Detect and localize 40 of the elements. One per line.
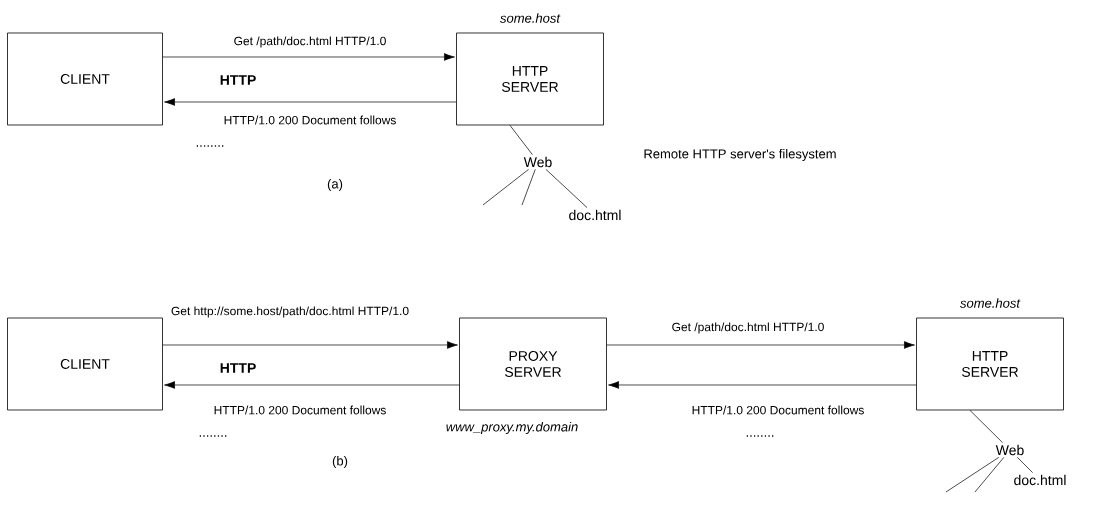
server-box: PROXY SERVER: [459, 317, 607, 411]
dotted-line: ........: [196, 145, 224, 147]
tree-line: [945, 456, 1000, 493]
panel-label: (a): [327, 178, 343, 192]
protocol-label: HTTP: [220, 75, 256, 85]
host-name: some.host: [960, 298, 1021, 308]
tree-label: doc.html: [569, 209, 621, 221]
arrow: [162, 341, 458, 349]
tree-label: Web: [995, 444, 1024, 456]
protocol-label: HTTP: [220, 363, 256, 373]
annotation: Remote HTTP server's filesystem: [644, 148, 836, 162]
host-name: some.host: [500, 13, 561, 23]
edge-label: HTTP/1.0 200 Document follows: [214, 405, 386, 415]
edge-label: Get /path/doc.html HTTP/1.0: [234, 36, 386, 48]
tree-line: [509, 125, 533, 155]
edge-label: Get http://some.host/path/doc.html HTTP/1.0: [171, 306, 409, 318]
tree-line: [969, 410, 1003, 443]
server-box: HTTP SERVER: [916, 317, 1064, 411]
tree-line: [974, 456, 1005, 493]
edge-label: Get /path/doc.html HTTP/1.0: [672, 322, 824, 334]
server-box: CLIENT: [7, 32, 163, 126]
server-box: CLIENT: [7, 317, 163, 411]
tree-line: [521, 169, 536, 206]
server-box: HTTP SERVER: [456, 32, 604, 126]
arrow: [608, 381, 917, 389]
panel-label: (b): [332, 455, 348, 469]
arrow: [164, 98, 457, 106]
tree-line: [482, 169, 529, 206]
edge-label: HTTP/1.0 200 Document follows: [692, 405, 864, 415]
host-name: www_proxy.my.domain: [446, 421, 578, 435]
edge-label: HTTP/1.0 200 Document follows: [224, 115, 396, 125]
tree-label: doc.html: [1014, 474, 1066, 486]
tree-line: [545, 169, 588, 208]
arrow: [162, 53, 455, 61]
dotted-line: ........: [199, 435, 227, 437]
arrow: [164, 381, 460, 389]
tree-label: Web: [523, 156, 552, 168]
dotted-line: ........: [746, 435, 774, 437]
arrow: [606, 341, 915, 349]
tree-line: [1017, 456, 1033, 473]
